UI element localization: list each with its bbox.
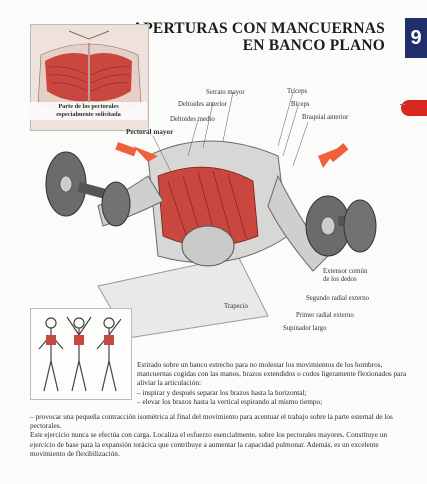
movement-sequence-inset (30, 308, 132, 400)
intro-paragraph: Estirado sobre un banco estrecho para no… (137, 360, 409, 388)
body-paragraph-2: Este ejercicio nunca se efectúa con carg… (30, 430, 410, 458)
body-text-block: – provocar una pequeña contracción isomé… (30, 412, 410, 458)
divider (400, 104, 406, 105)
label-serrato-mayor: Serrato mayor (206, 89, 245, 97)
label-extensor-comun-line-2: de los dedos (323, 276, 367, 284)
label-segundo-radial: Segundo radial externo (306, 295, 369, 303)
list-item: – elevar los brazos hasta la vertical es… (137, 397, 409, 406)
red-section-tab (401, 100, 427, 116)
label-deltoides-anterior: Deltoides anterior (178, 101, 227, 109)
label-primer-radial: Primer radial externo (296, 312, 354, 320)
label-deltoides-medio: Deltoides medio (170, 116, 215, 124)
right-dumbbell (306, 196, 376, 256)
steps-list: – inspirar y después separar los brazos … (137, 388, 409, 406)
label-extensor-comun: Extensor común de los dedos (323, 268, 367, 284)
label-triceps: Tríceps (287, 88, 307, 96)
label-biceps: Bíceps (291, 101, 310, 109)
left-dumbbell (46, 152, 130, 226)
movement-sequence-image (31, 309, 131, 399)
label-supinador-largo: Supinador largo (283, 325, 326, 333)
page-title: APERTURAS CON MANCUERNAS EN BANCO PLANO (125, 20, 385, 54)
title-line-1: APERTURAS CON MANCUERNAS (125, 20, 385, 37)
title-line-2: EN BANCO PLANO (125, 37, 385, 54)
label-extensor-comun-line-1: Extensor común (323, 268, 367, 276)
label-pectoral-mayor: Pectoral mayor (126, 128, 173, 136)
page-number-tab: 9 (405, 18, 427, 58)
label-trapecio: Trapecio (224, 303, 248, 311)
intro-text-block: Estirado sobre un banco estrecho para no… (137, 360, 409, 406)
label-braquial-anterior: Braquial anterior (302, 114, 348, 122)
body-paragraph-1: – provocar una pequeña contracción isomé… (30, 412, 410, 430)
list-item: – inspirar y después separar los brazos … (137, 388, 409, 397)
